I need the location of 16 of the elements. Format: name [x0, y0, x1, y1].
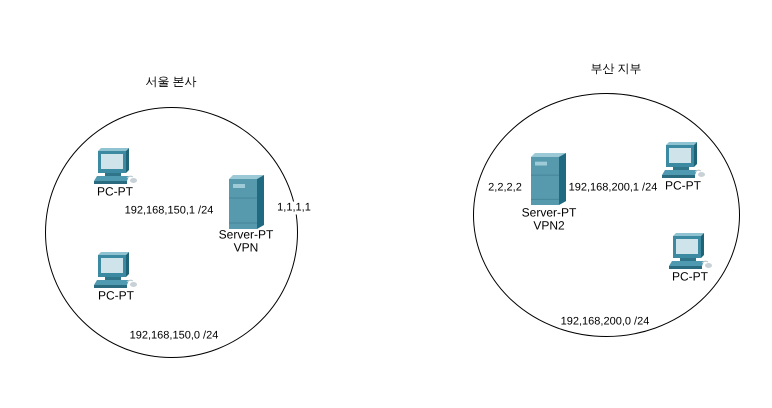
device-label: PC-PT: [665, 180, 701, 192]
device-label: Server-PT: [218, 228, 274, 242]
device-label: Server-PT: [522, 206, 576, 220]
network-address-label: 192,168,200,0 /24: [560, 316, 650, 328]
ip-address-label: 192,168,150,1 /24: [124, 204, 214, 218]
ip-address-label: 2,2,2,2: [487, 182, 523, 194]
device-label: PC-PT: [672, 270, 708, 284]
device-label: PC-PT: [98, 290, 134, 302]
device-label: VPN2: [533, 220, 565, 232]
heading: 서울 본사: [145, 74, 197, 90]
device-label: VPN: [234, 242, 258, 254]
heading: 부산 지부: [590, 62, 642, 76]
network-address-label: 192,168,150,0 /24: [128, 330, 220, 342]
device-label: PC-PT: [97, 186, 133, 198]
ip-address-label: 1,1,1,1: [276, 202, 312, 214]
ip-address-label: 192,168,200,1 /24: [568, 182, 658, 194]
